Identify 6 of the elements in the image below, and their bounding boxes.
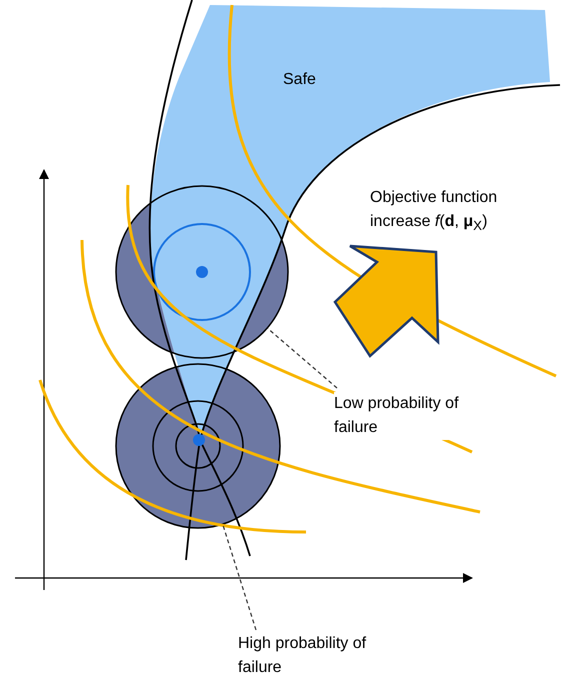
objective-label: Objective function increase f(d, μ$_{X}$) xyxy=(370,188,498,236)
leader-line xyxy=(266,328,338,388)
leader-line xyxy=(222,524,257,630)
failure-region-circle xyxy=(115,363,281,529)
failure-region-circle xyxy=(115,185,289,359)
region-label: Safe xyxy=(283,70,317,90)
